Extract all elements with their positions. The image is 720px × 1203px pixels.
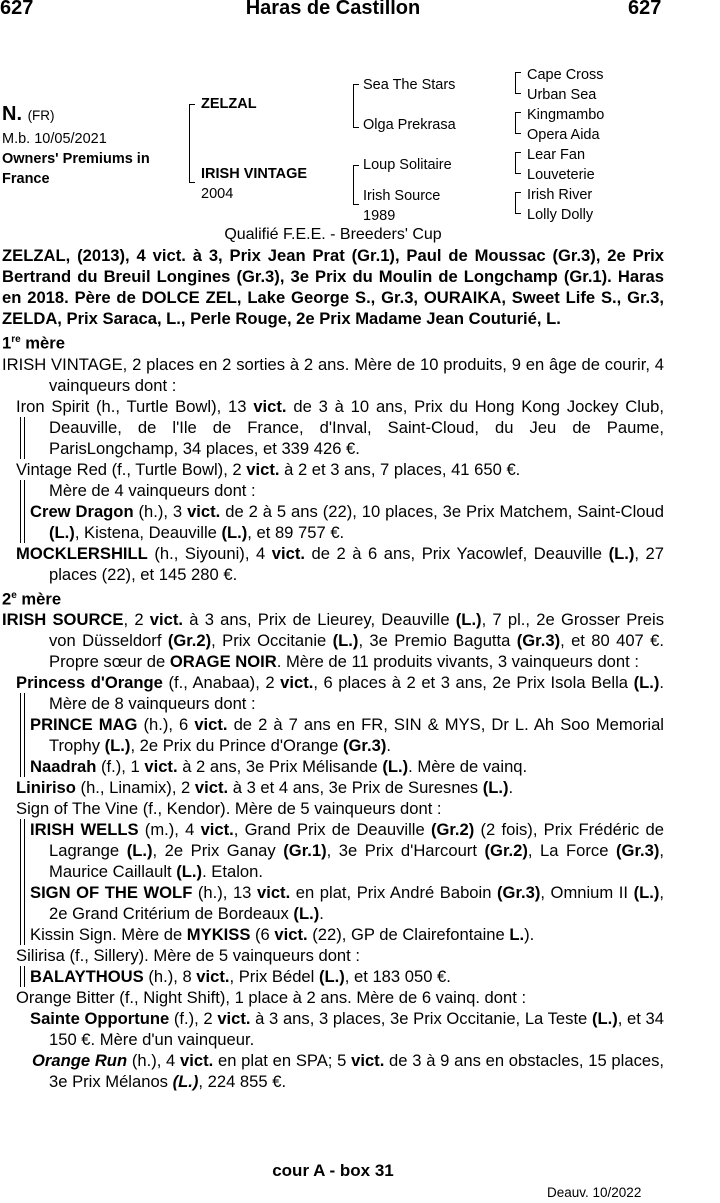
horse-description: M.b. 10/05/2021	[2, 131, 107, 147]
pedigree-sire-dam: Olga Prekrasa	[363, 117, 456, 133]
horse-name: N. (FR)	[2, 103, 55, 126]
pedigree-bracket-dam-top	[353, 165, 359, 202]
entry-text: Sign of The Vine (f., Kendor). Mère de 5…	[16, 799, 442, 819]
lot-number-right: 627	[628, 0, 662, 19]
pedigree-dam-year: 2004	[201, 186, 234, 202]
produce-orange-run: Orange Run (h.), 4 vict. en plat en SPA;…	[32, 1051, 665, 1092]
produce-crew-dragon: Crew Dragon (h.), 3 vict. de 2 à 5 ans (…	[2, 501, 664, 543]
pedigree-dsd: Louveterie	[527, 167, 595, 183]
produce-princess-dorange: Princess d'Orange (f., Anabaa), 2 vict.,…	[2, 672, 664, 778]
stable-location: cour A - box 31	[272, 1161, 394, 1180]
heading-text: mère	[20, 333, 65, 353]
pedigree-bracket-g3-1	[515, 72, 521, 94]
pedigree-bracket-parents	[189, 104, 195, 183]
horse-name-text: N.	[2, 103, 22, 125]
pedigree-sdd: Opera Aida	[527, 127, 600, 143]
sale-reference: Deauv. 10/2022	[547, 1185, 642, 1200]
produce-prince-mag: PRINCE MAG (h.), 6 vict. de 2 à 7 ans en…	[2, 714, 664, 756]
produce-irish-wells: IRISH WELLS (m.), 4 vict., Grand Prix de…	[30, 820, 665, 882]
produce-naadrah: Naadrah (f.), 1 vict. à 2 ans, 3e Prix M…	[30, 757, 528, 777]
produce-sainte-opportune: Sainte Opportune (f.), 2 vict. à 3 ans, …	[30, 1009, 664, 1050]
heading-number: 1	[2, 333, 12, 353]
first-dam-paragraph: IRISH VINTAGE, 2 places en 2 sorties à 2…	[2, 354, 664, 395]
produce-iron-spirit: Iron Spirit (h., Turtle Bowl), 13 vict. …	[2, 396, 664, 459]
produce-sign-of-the-wolf: SIGN OF THE WOLF (h.), 13 vict. en plat,…	[30, 883, 665, 924]
pedigree-bracket-g3-2	[515, 112, 521, 134]
second-dam-heading: 2e mère	[2, 585, 664, 610]
indent-rule	[20, 966, 25, 988]
produce-silirisa: Silirisa (f., Sillery). Mère de 5 vainqu…	[2, 945, 664, 988]
pedigree-ddd: Lolly Dolly	[527, 207, 594, 223]
entry-text: Princess d'Orange (f., Anabaa), 2 vict.,…	[16, 673, 664, 714]
pedigree-sire-sire: Sea The Stars	[363, 77, 456, 93]
entry-text: Iron Spirit (h., Turtle Bowl), 13 vict. …	[16, 396, 665, 458]
indent-rule	[20, 479, 25, 543]
entry-text: Silirisa (f., Sillery). Mère de 5 vainqu…	[16, 946, 360, 966]
pedigree-dam: IRISH VINTAGE	[201, 166, 308, 182]
heading-sup: re	[11, 334, 21, 345]
horse-country: (FR)	[27, 108, 55, 123]
pedigree-bracket-g3-3	[515, 152, 521, 174]
pedigree-sds: Kingmambo	[527, 107, 605, 123]
pedigree-bracket-dam-bottom	[353, 196, 359, 205]
produce-kissin-sign: Kissin Sign. Mère de MYKISS (6 vict. (22…	[30, 925, 535, 945]
pedigree-ssd: Urban Sea	[527, 87, 597, 103]
consignor-line-1: Owners' Premiums in	[2, 151, 150, 167]
catalogue-text: ZELZAL, (2013), 4 vict. à 3, Prix Jean P…	[2, 245, 664, 1092]
entry-text: Crew Dragon (h.), 3 vict. de 2 à 5 ans (…	[30, 501, 664, 542]
indent-rule	[20, 416, 25, 459]
pedigree-dds: Irish River	[527, 187, 593, 203]
produce-mocklershill: MOCKLERSHILL (h., Siyouni), 4 vict. de 2…	[16, 543, 664, 584]
sire-paragraph: ZELZAL, (2013), 4 vict. à 3, Prix Jean P…	[2, 246, 664, 328]
entry-text: Vintage Red (f., Turtle Bowl), 2 vict. à…	[16, 459, 521, 479]
pedigree-bracket-sire-side	[353, 84, 359, 128]
produce-sign-of-the-vine: Sign of The Vine (f., Kendor). Mère de 5…	[2, 798, 665, 946]
produce-vintage-red: Vintage Red (f., Turtle Bowl), 2 vict. à…	[2, 459, 664, 543]
lot-number-left: 627	[0, 0, 34, 19]
pedigree-dam-dam-year: 1989	[363, 208, 396, 224]
first-dam-heading: 1re mère	[2, 329, 664, 354]
qualification: Qualifié F.E.E. - Breeders' Cup	[224, 226, 442, 243]
entry-subtext: Mère de 4 vainqueurs dont :	[49, 480, 256, 500]
pedigree-bracket-g3-4	[515, 192, 521, 214]
indent-rule	[20, 693, 25, 778]
pedigree-sire: ZELZAL	[201, 96, 257, 112]
pedigree-dam-dam: Irish Source	[363, 188, 441, 204]
heading-sup: e	[11, 589, 17, 601]
produce-liniriso: Liniriso (h., Linamix), 2 vict. à 3 et 4…	[16, 778, 514, 798]
produce-balaythous: BALAYTHOUS (h.), 8 vict., Prix Bédel (L.…	[30, 967, 451, 987]
entry-text: PRINCE MAG (h.), 6 vict. de 2 à 7 ans en…	[30, 715, 664, 756]
second-dam-paragraph: IRISH SOURCE, 2 vict. à 3 ans, Prix de L…	[2, 610, 664, 672]
consignor-line-2: France	[2, 171, 50, 187]
pedigree-sss: Cape Cross	[527, 67, 604, 83]
produce-orange-bitter: Orange Bitter (f., Night Shift), 1 place…	[16, 988, 527, 1008]
page-title: Haras de Castillon	[245, 0, 421, 19]
heading-number: 2	[2, 589, 12, 609]
indent-rule	[20, 819, 25, 946]
pedigree-dam-sire: Loup Solitaire	[363, 157, 452, 173]
pedigree-dss: Lear Fan	[527, 147, 586, 163]
heading-text: mère	[16, 589, 62, 609]
